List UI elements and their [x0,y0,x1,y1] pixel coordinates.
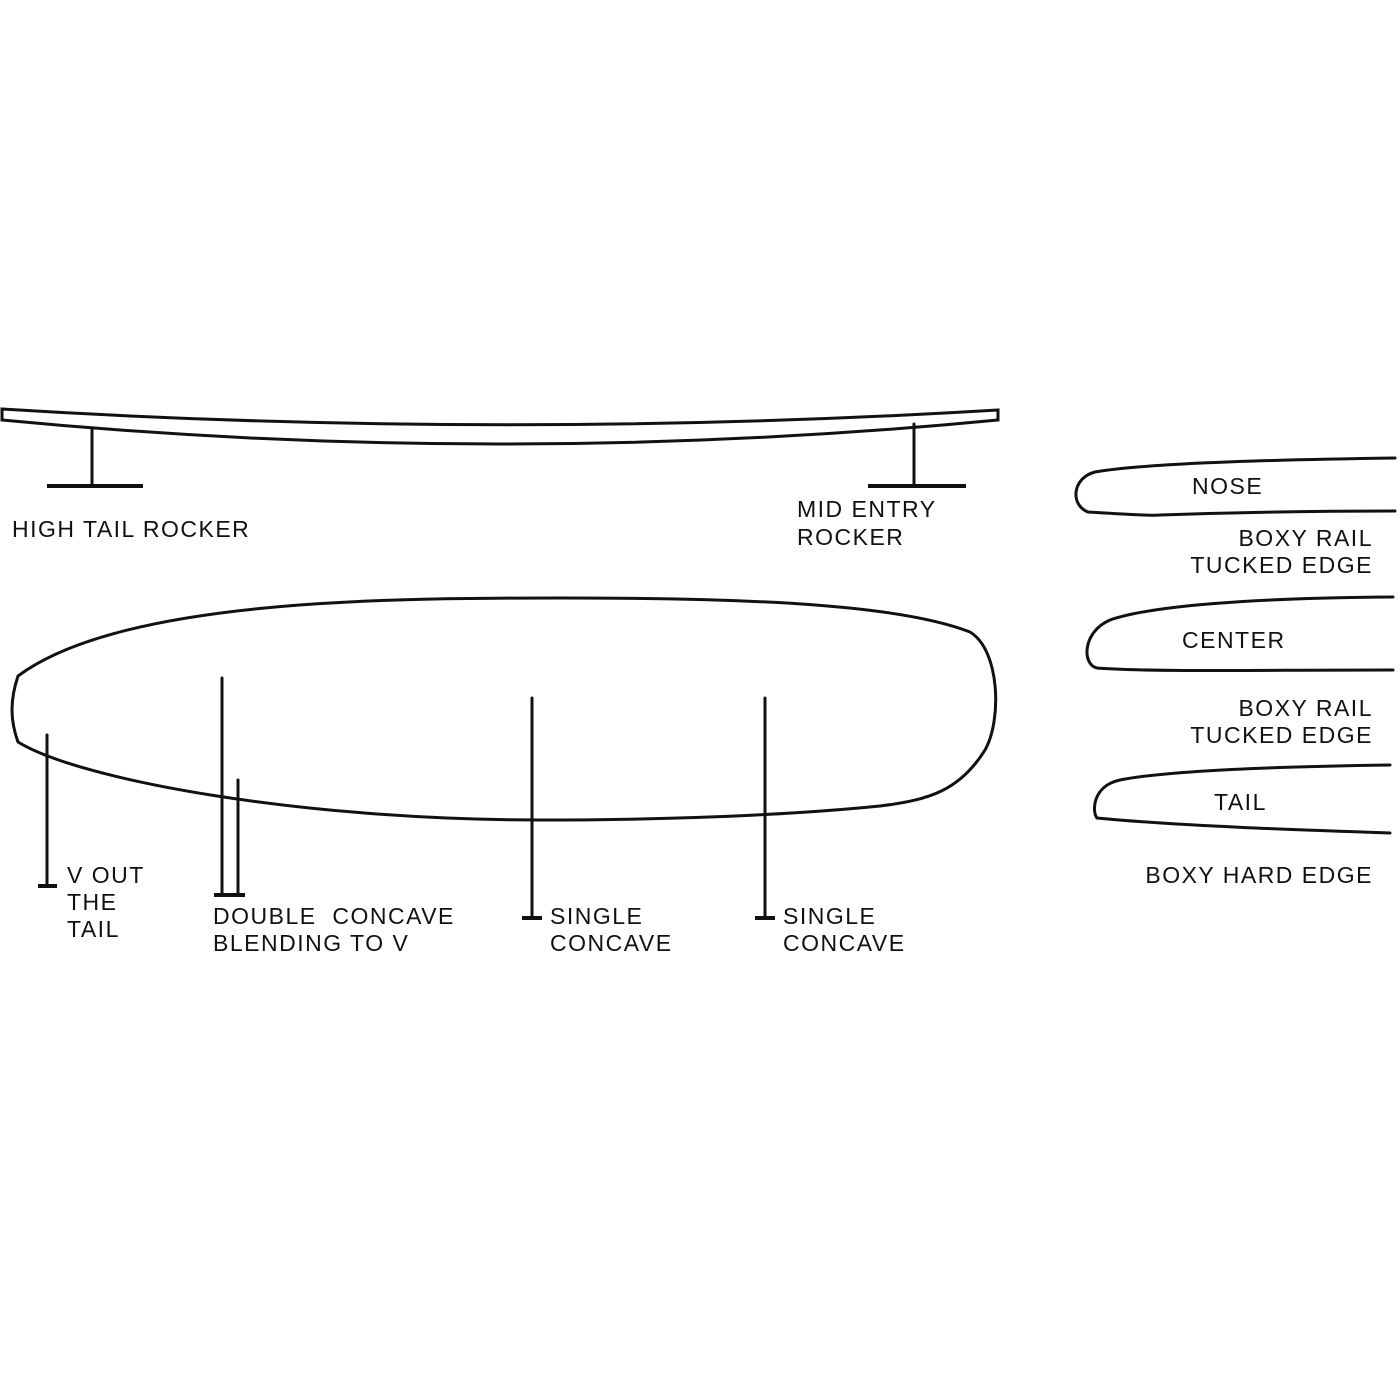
center-rail-desc-2: TUCKED EDGE [1190,722,1373,748]
v-tail-label-2: THE [67,889,118,915]
nose-rail-profile [1074,456,1397,517]
center-rail-desc-1: BOXY RAIL [1238,695,1373,721]
v-tail-label-3: TAIL [67,916,120,942]
center-section-label: CENTER [1182,627,1286,653]
mid-entry-rocker-label-1: MID ENTRY [797,496,937,522]
single-concave-label-1b: CONCAVE [550,930,673,956]
v-tail-label-1: V OUT [67,862,145,888]
center-rail-profile [1085,595,1395,672]
tail-rail-desc: BOXY HARD EDGE [1145,862,1373,888]
rocker-profile: HIGH TAIL ROCKER MID ENTRY ROCKER [0,407,1000,550]
nose-section-label: NOSE [1192,473,1263,499]
double-concave-label-2: BLENDING TO V [213,930,409,956]
bottom-outline: V OUT THE TAIL DOUBLE CONCAVE BLENDING T… [10,596,998,956]
board-planshape [10,596,998,822]
single-concave-label-2b: CONCAVE [783,930,906,956]
high-tail-rocker-label: HIGH TAIL ROCKER [12,516,250,542]
single-concave-label-1a: SINGLE [550,903,643,929]
nose-rail-desc-1: BOXY RAIL [1238,525,1373,551]
tail-section-label: TAIL [1214,789,1267,815]
mid-entry-rocker-label-2: ROCKER [797,524,904,550]
tail-rail-profile [1093,763,1392,835]
board-rocker-outline [0,407,1000,446]
nose-rail-desc-2: TUCKED EDGE [1190,552,1373,578]
single-concave-label-2a: SINGLE [783,903,876,929]
double-concave-label-1: DOUBLE CONCAVE [213,903,455,929]
rail-sections: NOSE BOXY RAIL TUCKED EDGE CENTER BOXY R… [1074,456,1397,888]
